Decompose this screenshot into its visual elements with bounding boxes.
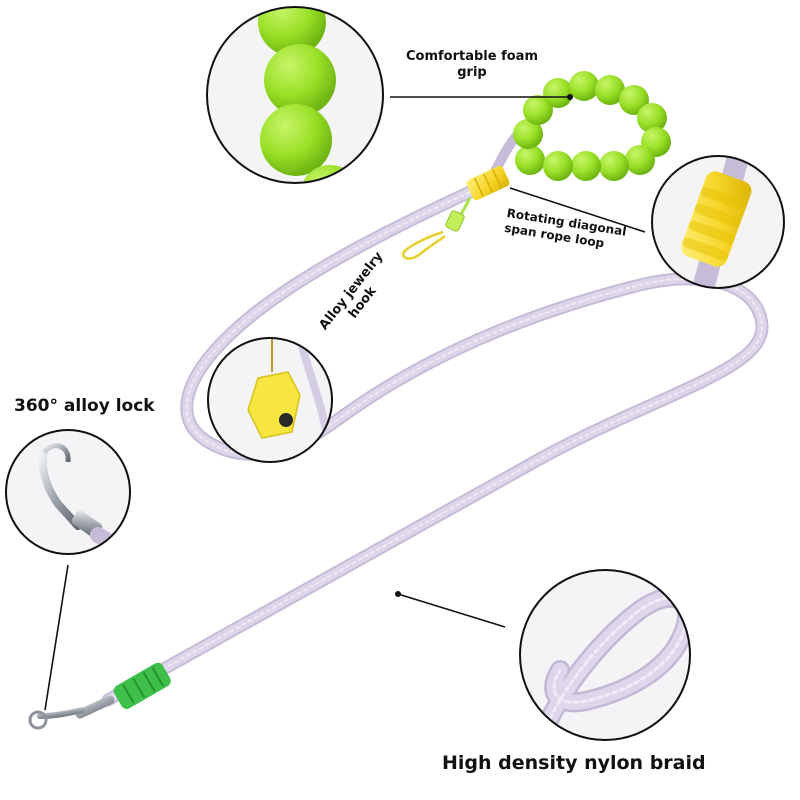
detail-jewelry-hook — [207, 337, 333, 463]
label-nylon-braid: High density nylon braid — [442, 752, 706, 774]
detail-alloy-lock — [5, 429, 131, 555]
yellow-rope-sleeve — [466, 165, 510, 201]
callout-lines — [44, 96, 646, 711]
jewelry-hook-small — [401, 197, 472, 260]
label-foam-grip-line1: Comfortable foam — [405, 49, 538, 64]
detail-foam-grip — [206, 6, 384, 184]
alloy-lock-clip — [28, 695, 115, 730]
label-alloy-lock: 360° alloy lock — [14, 396, 155, 416]
detail-nylon-braid — [519, 569, 691, 741]
label-foam-grip: Comfortable foam grip — [404, 49, 540, 82]
green-rope-sleeve — [113, 662, 171, 709]
label-foam-grip-line2: grip — [457, 65, 487, 81]
foam-handle — [513, 71, 671, 181]
detail-rotating-loop — [651, 155, 785, 289]
